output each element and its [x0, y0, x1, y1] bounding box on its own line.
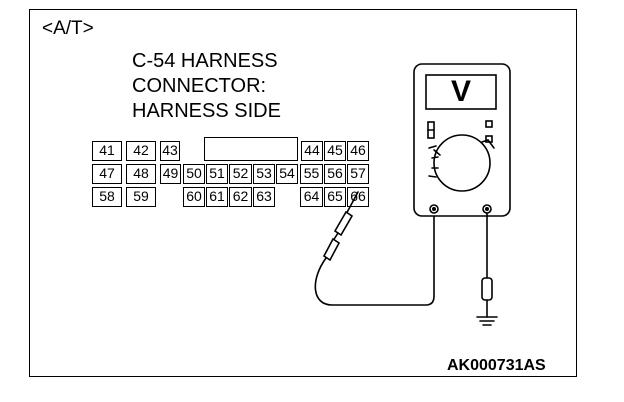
meter-symbol: V	[451, 75, 471, 108]
connector-pin: 43	[160, 141, 180, 161]
connector-pin: 54	[276, 164, 298, 184]
connector-pin: 60	[183, 187, 205, 207]
connector-pin: 46	[347, 141, 369, 161]
ground-lead	[476, 212, 498, 326]
connector-pin: 62	[229, 187, 252, 207]
figure-code: AK000731AS	[447, 357, 546, 374]
connector-pin: 49	[160, 164, 181, 184]
connector-pin: 58	[92, 187, 122, 207]
meter-display	[425, 74, 497, 110]
connector-title-line-1: C-54 HARNESS	[132, 50, 278, 72]
connector-pin: 42	[126, 141, 156, 161]
connector-pin: 63	[253, 187, 275, 207]
connector-pin: 65	[324, 187, 346, 207]
figure-frame	[29, 9, 577, 377]
connector-pin: 47	[92, 164, 122, 184]
connector-pin: 45	[324, 141, 346, 161]
group-tag: <A/T>	[42, 18, 94, 39]
connector-key	[204, 137, 298, 161]
connector-pin: 51	[206, 164, 228, 184]
connector-pin: 41	[92, 141, 122, 161]
connector-pin: 53	[253, 164, 275, 184]
connector-pin: 64	[300, 187, 323, 207]
connector-pin: 48	[126, 164, 156, 184]
connector-pin: 61	[206, 187, 228, 207]
connector-pin: 44	[301, 141, 323, 161]
connector-title-line-2: CONNECTOR:	[132, 75, 267, 97]
connector-pin: 50	[183, 164, 205, 184]
connector-title-line-3: HARNESS SIDE	[132, 100, 281, 122]
connector-pin: 59	[126, 187, 156, 207]
connector-pin: 52	[229, 164, 252, 184]
connector-pin: 55	[300, 164, 323, 184]
meter-dial	[433, 134, 491, 192]
connector-pin: 56	[324, 164, 346, 184]
test-probe	[314, 191, 435, 306]
connector-pin: 57	[347, 164, 369, 184]
voltmeter	[413, 63, 511, 217]
